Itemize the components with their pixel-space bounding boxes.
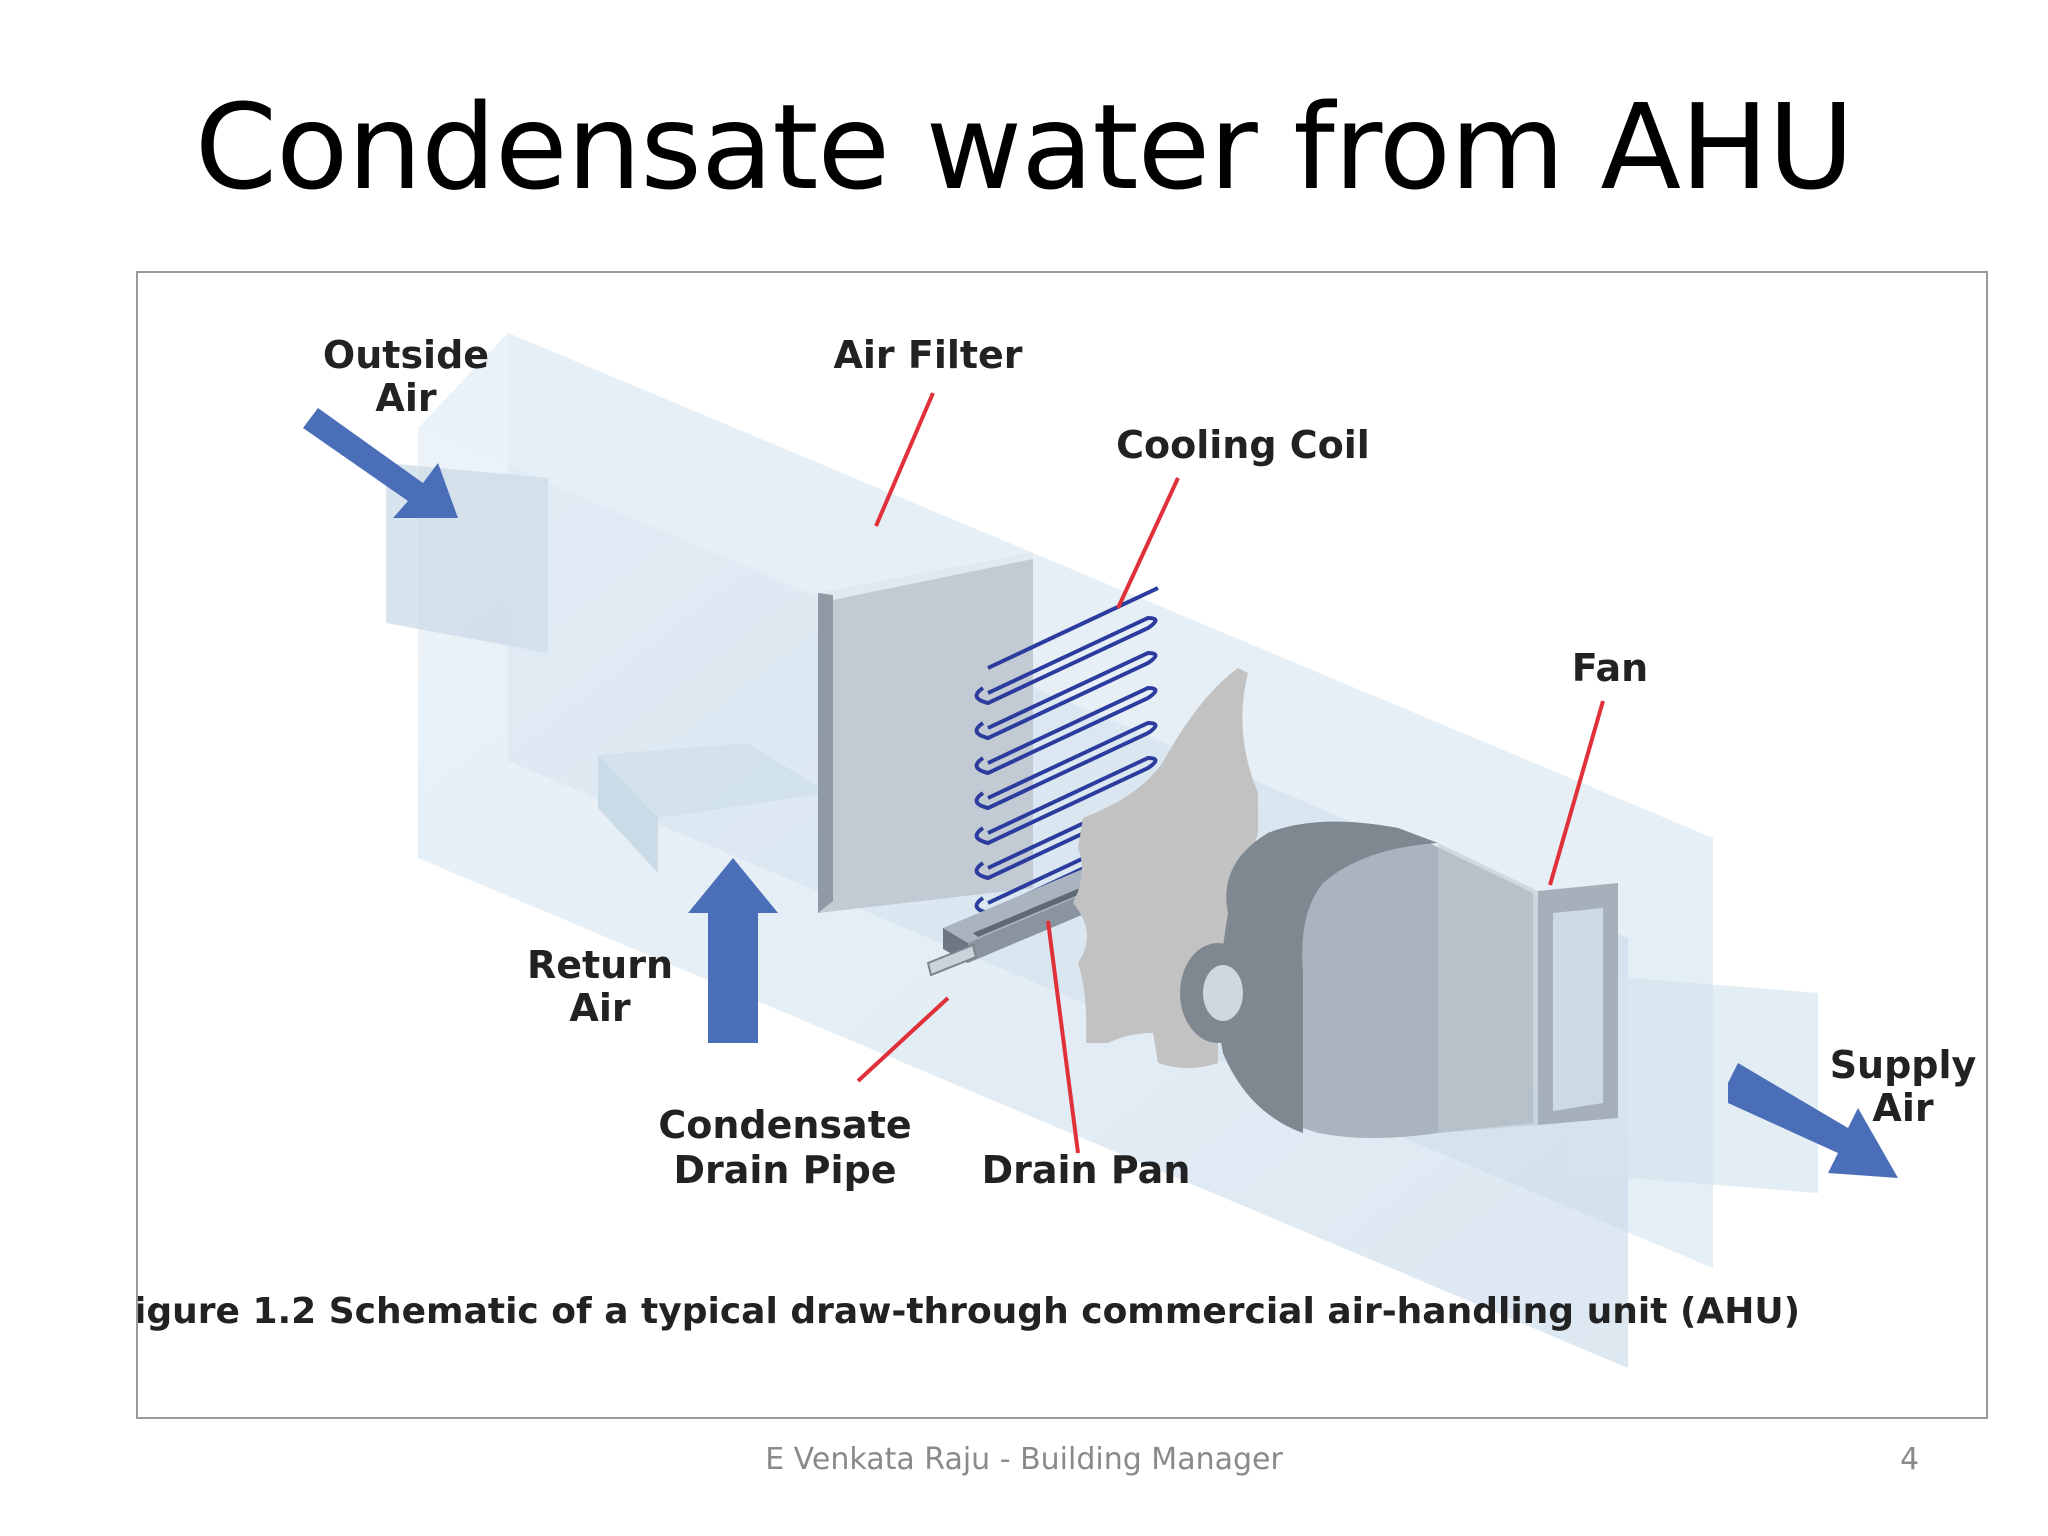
fan [1180,821,1618,1138]
label-supply-air-2: Air [1872,1086,1933,1130]
page-number: 4 [1900,1442,1920,1477]
return-air-arrow [688,858,778,1043]
label-supply-air-1: Supply [1830,1043,1977,1087]
label-return-air-1: Return [527,943,673,987]
ahu-figure: Outside Air Air Filter Cooling Coil Fan … [136,271,1988,1419]
condensate-drain-pipe [926,943,978,977]
ahu-schematic: Outside Air Air Filter Cooling Coil Fan … [138,333,1977,1368]
label-condensate-2: Drain Pipe [673,1148,896,1192]
diagram-labels: Outside Air Air Filter Cooling Coil Fan … [323,333,1977,1192]
label-outside-air-2: Air [375,376,436,420]
slide-footer: E Venkata Raju - Building Manager [765,1442,1283,1477]
label-condensate-1: Condensate [658,1103,911,1147]
label-return-air-2: Air [569,986,630,1030]
label-cooling-coil: Cooling Coil [1116,423,1370,467]
label-air-filter: Air Filter [833,333,1022,377]
label-fan: Fan [1572,646,1648,690]
supply-air-arrow [1728,1063,1898,1178]
leader-lines [856,392,1605,1154]
label-drain-pan: Drain Pan [982,1148,1191,1192]
figure-caption: igure 1.2 Schematic of a typical draw-th… [138,1291,1800,1332]
outside-air-arrow [303,408,458,518]
label-outside-air-1: Outside [323,333,489,377]
slide-title: Condensate water from AHU [194,78,1854,216]
air-filter [818,553,1033,913]
